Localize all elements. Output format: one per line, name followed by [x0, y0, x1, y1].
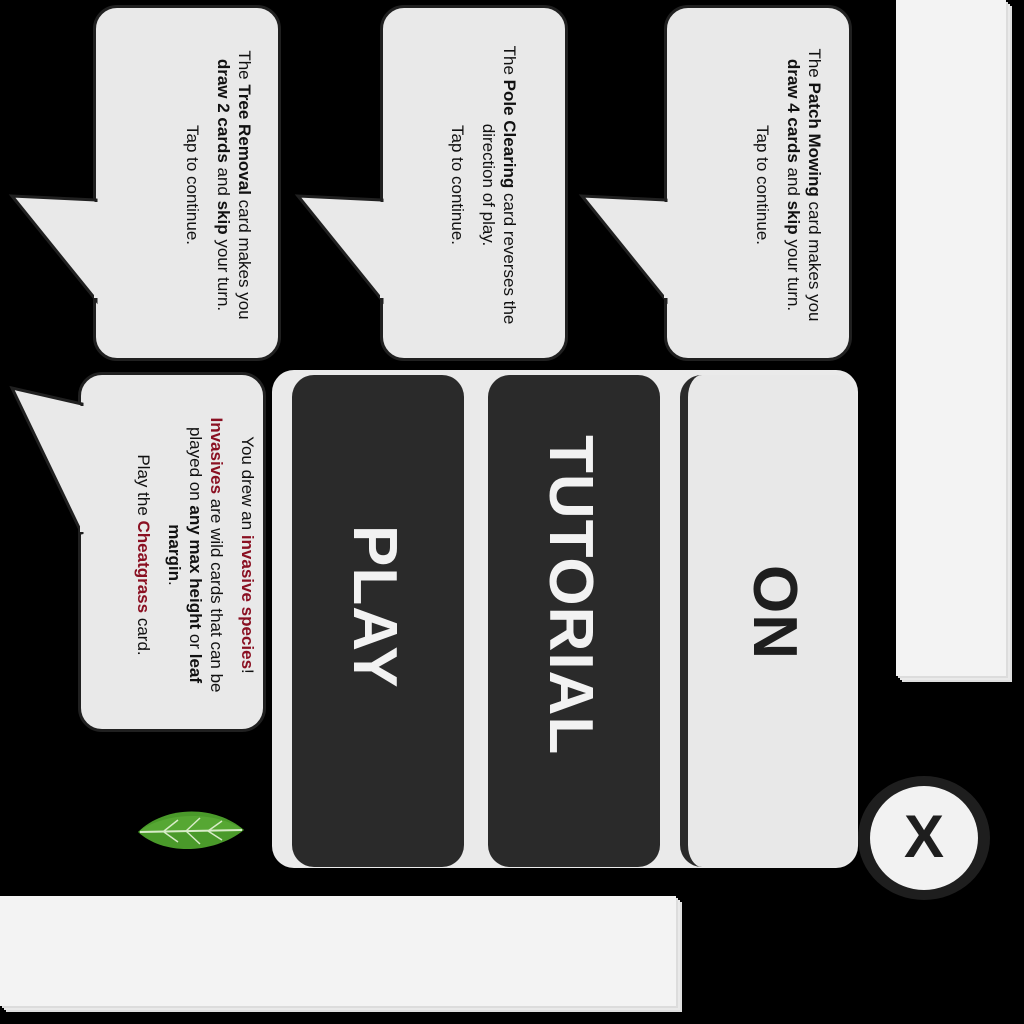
- close-icon: X: [903, 803, 945, 870]
- bubble-tail-icon: [8, 194, 100, 305]
- invasive-text: You drew an invasive species! Invasives …: [134, 417, 257, 693]
- bottom-panel-sheet: [0, 896, 676, 1006]
- tutorial-bubble-invasive[interactable]: [78, 372, 266, 732]
- leaf-icon: [138, 811, 244, 850]
- patch-mowing-text: The Patch Mowing card makes you draw 4 c…: [753, 48, 824, 322]
- tutorial-bubble-tree-removal[interactable]: [93, 5, 281, 361]
- tree-removal-text: The Tree Removal card makes you draw 2 c…: [183, 50, 254, 320]
- tutorial-bubble-patch-mowing[interactable]: [664, 5, 852, 361]
- bubble-tail-icon: [578, 194, 670, 305]
- side-panel-sheet: [896, 0, 1006, 676]
- close-button-inner: X: [870, 786, 978, 890]
- bubble-tail-icon: [294, 194, 386, 305]
- toggle-on-button[interactable]: ON: [680, 375, 856, 867]
- pole-clearing-text: The Pole Clearing card reverses the dire…: [448, 45, 519, 325]
- tutorial-button[interactable]: TUTORIAL: [488, 375, 660, 867]
- play-button-label: PLAY: [340, 525, 409, 689]
- bubble-tail-icon: [9, 385, 88, 535]
- play-button[interactable]: PLAY: [292, 375, 464, 867]
- tutorial-bubble-pole-clearing[interactable]: [380, 5, 568, 361]
- close-button[interactable]: X: [858, 776, 990, 900]
- toggle-on-label: ON: [740, 565, 809, 660]
- tutorial-button-label: TUTORIAL: [536, 435, 605, 756]
